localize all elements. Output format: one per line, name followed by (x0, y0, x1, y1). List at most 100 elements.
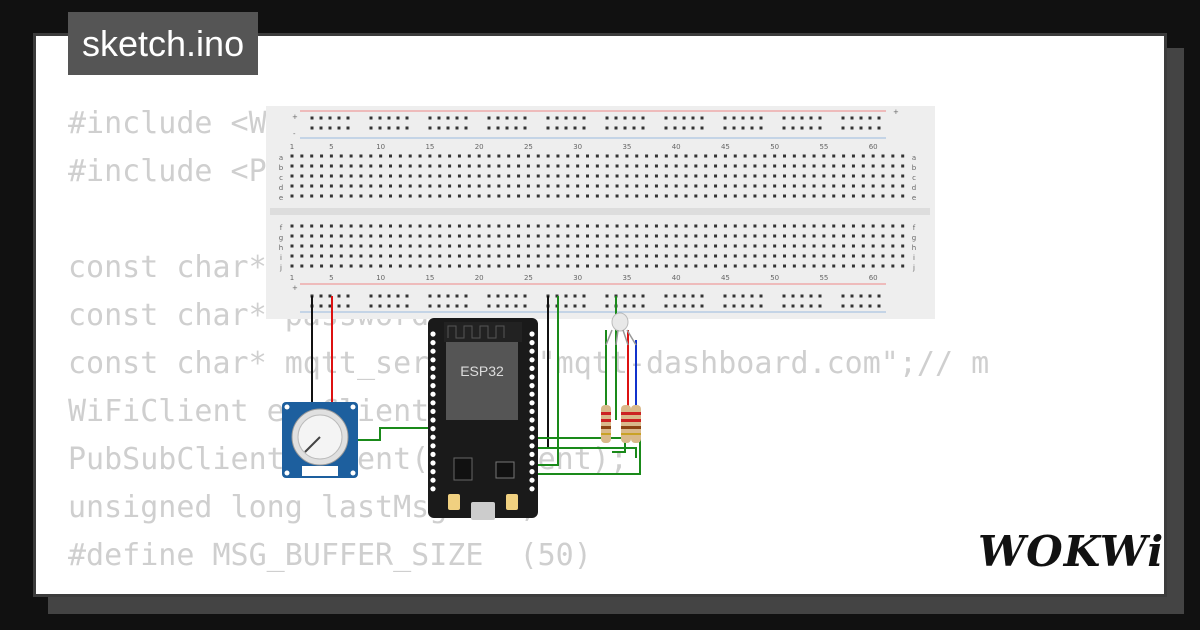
hole (517, 224, 521, 228)
hole (300, 184, 304, 188)
rail-hole (750, 116, 754, 120)
row-letter: g (279, 234, 283, 242)
hole (467, 164, 471, 168)
hole (586, 254, 589, 258)
rail-hole (564, 126, 568, 130)
rail-hole (455, 294, 459, 298)
hole (477, 264, 481, 268)
hole (704, 244, 708, 248)
rail-hole (387, 294, 391, 298)
hole (398, 234, 402, 238)
hole (812, 244, 816, 248)
hole (497, 224, 501, 228)
hole (369, 234, 373, 238)
hole (783, 224, 786, 228)
hole (645, 164, 649, 168)
hole (300, 264, 304, 268)
hole (517, 194, 521, 198)
hole (586, 234, 589, 238)
rail-hole (800, 294, 804, 298)
hole (428, 174, 432, 178)
hole (300, 174, 304, 178)
hole (576, 224, 580, 228)
hole (398, 224, 402, 228)
rail-hole (868, 304, 872, 308)
hole (635, 264, 639, 268)
hole (704, 154, 708, 158)
hole (487, 244, 491, 248)
hole (418, 184, 422, 188)
hole (526, 174, 530, 178)
hole (566, 174, 570, 178)
rail-hole (446, 126, 450, 130)
rail-hole (428, 294, 432, 298)
column-number: 10 (376, 274, 385, 282)
rail-hole (573, 116, 577, 120)
hole (694, 174, 698, 178)
code-line: #define MSG_BUFFER_SIZE (50) (68, 538, 592, 573)
rgb-led (605, 312, 637, 346)
voltage-regulator (453, 457, 473, 481)
hole (408, 154, 412, 158)
hole (901, 264, 905, 268)
row-letter: i (280, 254, 282, 262)
rail-hole (310, 126, 314, 130)
esp-pin (529, 486, 535, 492)
hole (428, 224, 432, 228)
rail-hole (523, 294, 527, 298)
row-letter: e (279, 194, 283, 202)
rail-hole (455, 304, 459, 308)
hole (329, 264, 333, 268)
hole (802, 184, 806, 188)
resistor-band (631, 412, 641, 415)
rail-hole (632, 304, 636, 308)
hole (517, 164, 521, 168)
hole (467, 244, 471, 248)
rail-hole (741, 126, 745, 130)
hole (379, 224, 383, 228)
column-number: 35 (622, 143, 631, 151)
hole (556, 264, 560, 268)
hole (457, 174, 461, 178)
hole (576, 264, 580, 268)
hole (566, 264, 570, 268)
hole (615, 264, 619, 268)
rail-hole (632, 116, 636, 120)
hole (536, 234, 540, 238)
hole (477, 244, 481, 248)
hole (763, 174, 767, 178)
hole (418, 244, 422, 248)
rail-hole (750, 126, 754, 130)
hole (615, 154, 619, 158)
hole (507, 224, 511, 228)
hole (851, 194, 855, 198)
hole (310, 224, 314, 228)
row-letter: b (912, 164, 917, 172)
power-rail-holes (310, 116, 881, 130)
row-letter: b (279, 164, 284, 172)
hole (723, 194, 727, 198)
hole (408, 244, 412, 248)
hole (635, 254, 639, 258)
hole (556, 234, 560, 238)
rail-hole (487, 126, 491, 130)
hole (566, 164, 570, 168)
hole (704, 234, 708, 238)
hole (389, 254, 392, 258)
hole (763, 164, 767, 168)
hole (448, 224, 452, 228)
rail-hole (673, 126, 677, 130)
hole (871, 264, 875, 268)
hole (408, 184, 412, 188)
hole (418, 154, 422, 158)
row-letter: d (279, 184, 283, 192)
hole (457, 224, 461, 228)
terminal-holes (290, 224, 905, 268)
hole (389, 164, 392, 168)
hole (773, 174, 777, 178)
rail-hole (378, 126, 382, 130)
hole (714, 244, 718, 248)
hole (842, 154, 846, 158)
hole (389, 244, 392, 248)
